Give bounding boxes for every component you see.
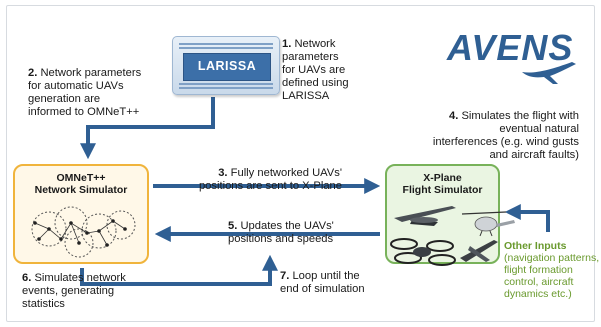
step-1-number: 1. — [282, 38, 292, 50]
diagram-frame — [6, 5, 595, 322]
larissa-stripe — [179, 43, 273, 45]
other-inputs-line: control, aircraft — [504, 276, 574, 288]
step-4-line: Simulates the flight with — [461, 110, 579, 122]
step-2-line: Network parameters — [40, 67, 142, 79]
fixed-wing-uav-icon — [394, 206, 456, 226]
omnet-simulator-box: OMNeT++ Network Simulator — [13, 164, 149, 264]
xplane-title-line: Flight Simulator — [402, 184, 483, 196]
larissa-panel: LARISSA — [183, 53, 271, 81]
step-2-number: 2. — [28, 67, 38, 79]
omnet-title: OMNeT++ Network Simulator — [15, 172, 147, 196]
step-1-line: LARISSA — [282, 90, 330, 102]
step-1-line: for UAVs are — [282, 64, 346, 76]
step-1-line: defined using — [282, 77, 349, 89]
step-4-number: 4. — [449, 110, 459, 122]
step-3-line: Fully networked UAVs' — [230, 167, 342, 179]
other-inputs-line: dynamics etc.) — [504, 288, 572, 300]
step-7-text: 7. Loop until the end of simulation — [280, 270, 365, 296]
step-5-line: Updates the UAVs' — [240, 220, 334, 232]
other-inputs-line: flight formation — [504, 264, 573, 276]
arrow-other-inputs — [504, 204, 550, 232]
network-topology-icon — [31, 206, 136, 258]
step-6-line: statistics — [22, 298, 65, 310]
step-3-text: 3. Fully networked UAVs' positions are s… — [186, 167, 342, 193]
step-6-line: events, generating — [22, 285, 115, 297]
larissa-stripe — [179, 87, 273, 89]
step-7-line: end of simulation — [280, 283, 365, 295]
step-6-text: 6. Simulates network events, generating … — [22, 272, 126, 311]
xplane-title: X-Plane Flight Simulator — [387, 172, 498, 196]
larissa-stripe — [179, 83, 273, 85]
step-1-line: Network — [294, 38, 336, 50]
step-6-line: Simulates network — [34, 272, 126, 284]
arrow-loop — [80, 254, 278, 286]
step-4-line: eventual natural — [499, 123, 579, 135]
other-inputs-text: Other Inputs (navigation patterns, fligh… — [504, 240, 599, 300]
larissa-tool-box: LARISSA — [172, 36, 280, 95]
step-4-text: 4. Simulates the flight with eventual na… — [378, 110, 579, 162]
step-2-line: informed to OMNeT++ — [28, 106, 140, 118]
other-inputs-title: Other Inputs — [504, 240, 567, 252]
quadcopter-uav-icon — [390, 238, 456, 266]
plane-logo-icon — [522, 62, 576, 84]
uav-images — [390, 206, 515, 266]
step-1-line: parameters — [282, 51, 339, 63]
step-1-text: 1. Network parameters for UAVs are defin… — [282, 38, 349, 103]
step-3-line: positions are sent to X-Plane — [198, 180, 342, 192]
omnet-title-line: OMNeT++ — [56, 172, 106, 184]
avens-logo: AVENS — [447, 27, 574, 68]
larissa-stripe — [179, 47, 273, 49]
step-4-line: and aircraft faults) — [489, 149, 579, 161]
arrow-larissa-to-omnet — [80, 97, 215, 160]
xplane-title-line: X-Plane — [423, 172, 462, 184]
step-2-line: generation are — [28, 93, 101, 105]
step-2-line: for automatic UAVs — [28, 80, 124, 92]
step-5-line: positions and speeds — [228, 233, 334, 245]
step-6-number: 6. — [22, 272, 32, 284]
step-5-number: 5. — [228, 220, 238, 232]
step-5-text: 5. Updates the UAVs' positions and speed… — [228, 220, 334, 246]
omnet-title-line: Network Simulator — [34, 184, 128, 196]
step-7-number: 7. — [280, 270, 290, 282]
step-2-text: 2. Network parameters for automatic UAVs… — [28, 67, 141, 119]
other-inputs-line: (navigation patterns, — [504, 252, 600, 264]
helicopter-uav-icon — [461, 211, 515, 237]
step-3-number: 3. — [218, 167, 228, 179]
tactical-uav-icon — [460, 240, 498, 262]
step-4-line: interferences (e.g. wind gusts — [432, 136, 579, 148]
larissa-label: LARISSA — [197, 59, 257, 73]
step-7-line: Loop until the — [292, 270, 360, 282]
